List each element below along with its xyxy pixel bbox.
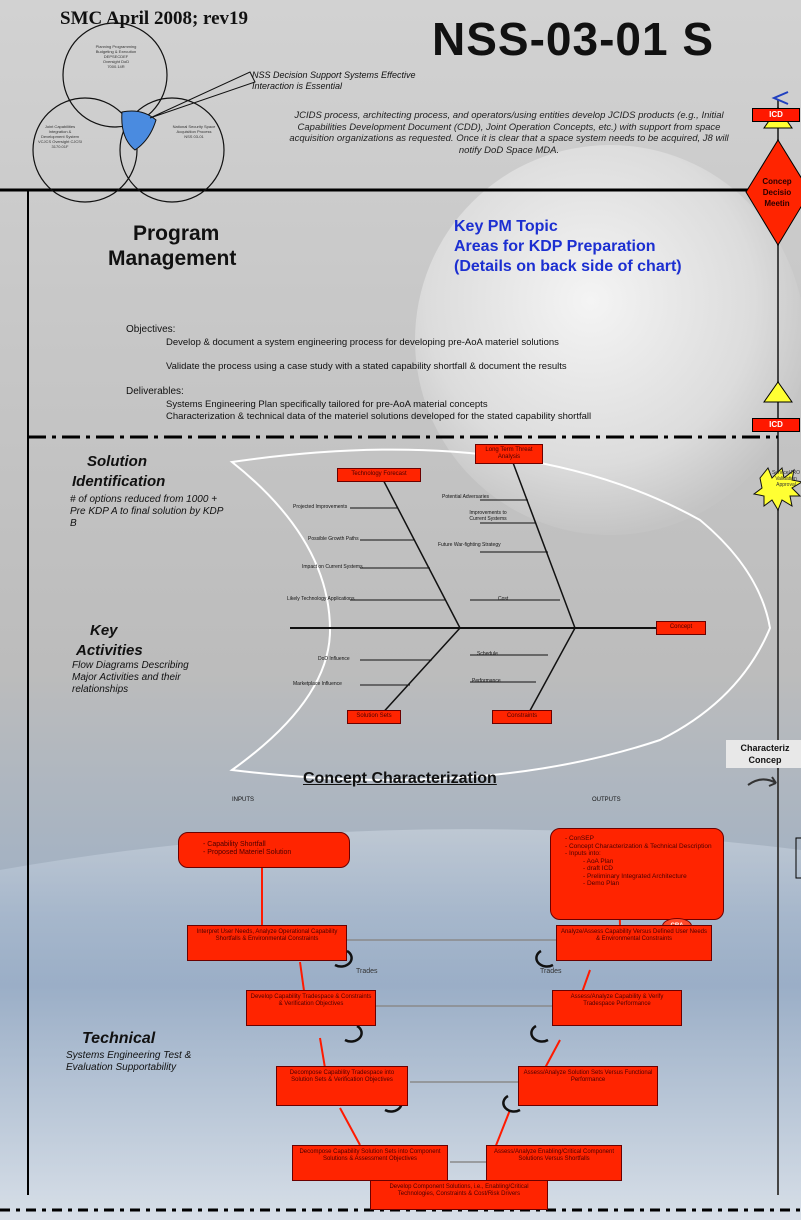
technical-title: Technical (82, 1030, 156, 1047)
jcids-description: JCIDS process, architecting process, and… (289, 110, 729, 156)
venn-ppbe-label: Planning Programming Budgeting & Executi… (95, 44, 137, 69)
decision-support-callout: NSS Decision Support Systems Effective I… (252, 70, 416, 91)
characterize-concept-label: Characteriz Concep (726, 740, 801, 768)
objectives-label: Objectives: (126, 324, 176, 335)
key-activities-title-2: Activities (76, 642, 143, 659)
output-item: - Concept Characterization & Technical D… (565, 842, 712, 850)
constraints-box: Constraints (492, 710, 552, 724)
concept-head-box: Concept (656, 621, 706, 635)
input-item: - Proposed Materiel Solution (203, 849, 292, 856)
document-title: NSS-03-01 S (432, 13, 715, 65)
fishbone-label-performance: Performance (472, 678, 501, 684)
fishbone-label-dod: DoD Influence (318, 656, 350, 662)
icd-tag-top: ICD (752, 108, 800, 122)
technology-forecast-box: Technology Forecast (337, 468, 421, 482)
output-item: - Demo Plan (583, 880, 620, 887)
threat-analysis-box: Long Term Threat Analysis (475, 444, 543, 464)
solution-identification-title-2: Identification (72, 473, 166, 490)
input-box: - Capability Shortfall - Proposed Materi… (178, 832, 350, 868)
fishbone-label-likely-tech: Likely Technology Applications (287, 596, 355, 602)
fishbone-label-improvements: Improvements to Current Systems (469, 510, 507, 522)
output-box: - ConSEP - Concept Characterization & Te… (550, 828, 724, 920)
date-revision: SMC April 2008; rev19 (60, 8, 249, 29)
objective-2: Validate the process using a case study … (166, 361, 567, 372)
output-item: - AoA Plan (583, 857, 614, 865)
solution-identification-desc: # of options reduced from 1000 + Pre KDP… (70, 494, 224, 529)
icd-tag-mid: ICD (752, 418, 800, 432)
solution-identification-title-1: Solution (87, 453, 147, 470)
output-item: - Preliminary Integrated Architecture (583, 872, 687, 880)
fishbone-label-impact: Impact on Current Systems (302, 564, 363, 570)
fishbone-label-strategy: Future War-fighting Strategy (438, 542, 501, 548)
pm-title-line2: Management (108, 247, 237, 270)
fishbone-label-projected: Projected Improvements (293, 504, 348, 510)
venn-jcids-label: Joint Capabilities Integration & Develop… (38, 124, 83, 149)
step-assess-enabling: Assess/Analyze Enabling/Critical Compone… (486, 1145, 622, 1181)
service-validation-approval: Service/JRO Validation Approval (771, 470, 801, 488)
step-interpret-needs: Interpret User Needs, Analyze Operationa… (187, 925, 347, 961)
fishbone-label-adversaries: Potential Adversaries (442, 494, 489, 500)
deliverable-1: Systems Engineering Plan specifically ta… (166, 399, 488, 410)
key-pm-topic-heading: Key PM Topic Areas for KDP Preparation (… (454, 218, 682, 275)
step-assess-tradespace: Assess/Analyze Capability & Verify Trade… (552, 990, 682, 1026)
output-item: - ConSEP (565, 835, 594, 842)
deliverables-label: Deliverables: (126, 386, 184, 397)
deliverable-2: Characterization & technical data of the… (166, 411, 592, 422)
objective-1: Develop & document a system engineering … (166, 337, 559, 348)
step-develop-tradespace: Develop Capability Tradespace & Constrai… (246, 990, 376, 1026)
step-develop-components: Develop Component Solutions, i.e., Enabl… (370, 1180, 548, 1210)
output-item: - Inputs into: (565, 850, 601, 857)
fishbone-label-marketplace: Marketplace Influence (293, 681, 342, 687)
outputs-label: OUTPUTS (592, 797, 621, 803)
input-item: - Capability Shortfall (203, 841, 266, 848)
step-decompose-solutions: Decompose Capability Solution Sets into … (292, 1145, 448, 1181)
fishbone-label-cost: Cost (498, 596, 509, 602)
step-assess-solution-sets: Assess/Analyze Solution Sets Versus Func… (518, 1066, 658, 1106)
key-activities-desc: Flow Diagrams Describing Major Activitie… (72, 660, 189, 695)
key-activities-title-1: Key (90, 622, 118, 639)
venn-nss-label: National Security Space Acquisition Proc… (172, 124, 216, 139)
output-item: - draft ICD (583, 865, 613, 872)
fishbone-label-schedule: Schedule (477, 651, 498, 657)
step-decompose-tradespace: Decompose Capability Tradespace into Sol… (276, 1066, 408, 1106)
concept-decision-meeting: Concep Decisio Meetin (762, 177, 792, 208)
concept-characterization-title: Concept Characterization (303, 770, 497, 787)
fishbone-label-growth: Possible Growth Paths (308, 536, 359, 542)
inputs-label: INPUTS (232, 797, 255, 803)
technical-desc: Systems Engineering Test & Evaluation Su… (66, 1050, 192, 1073)
trades-label-right: Trades (540, 968, 562, 975)
trades-label-left: Trades (356, 968, 378, 975)
solution-sets-box: Solution Sets (347, 710, 401, 724)
step-analyze-capability: Analyze/Assess Capability Versus Defined… (556, 925, 712, 961)
pm-title-line1: Program (133, 222, 220, 245)
